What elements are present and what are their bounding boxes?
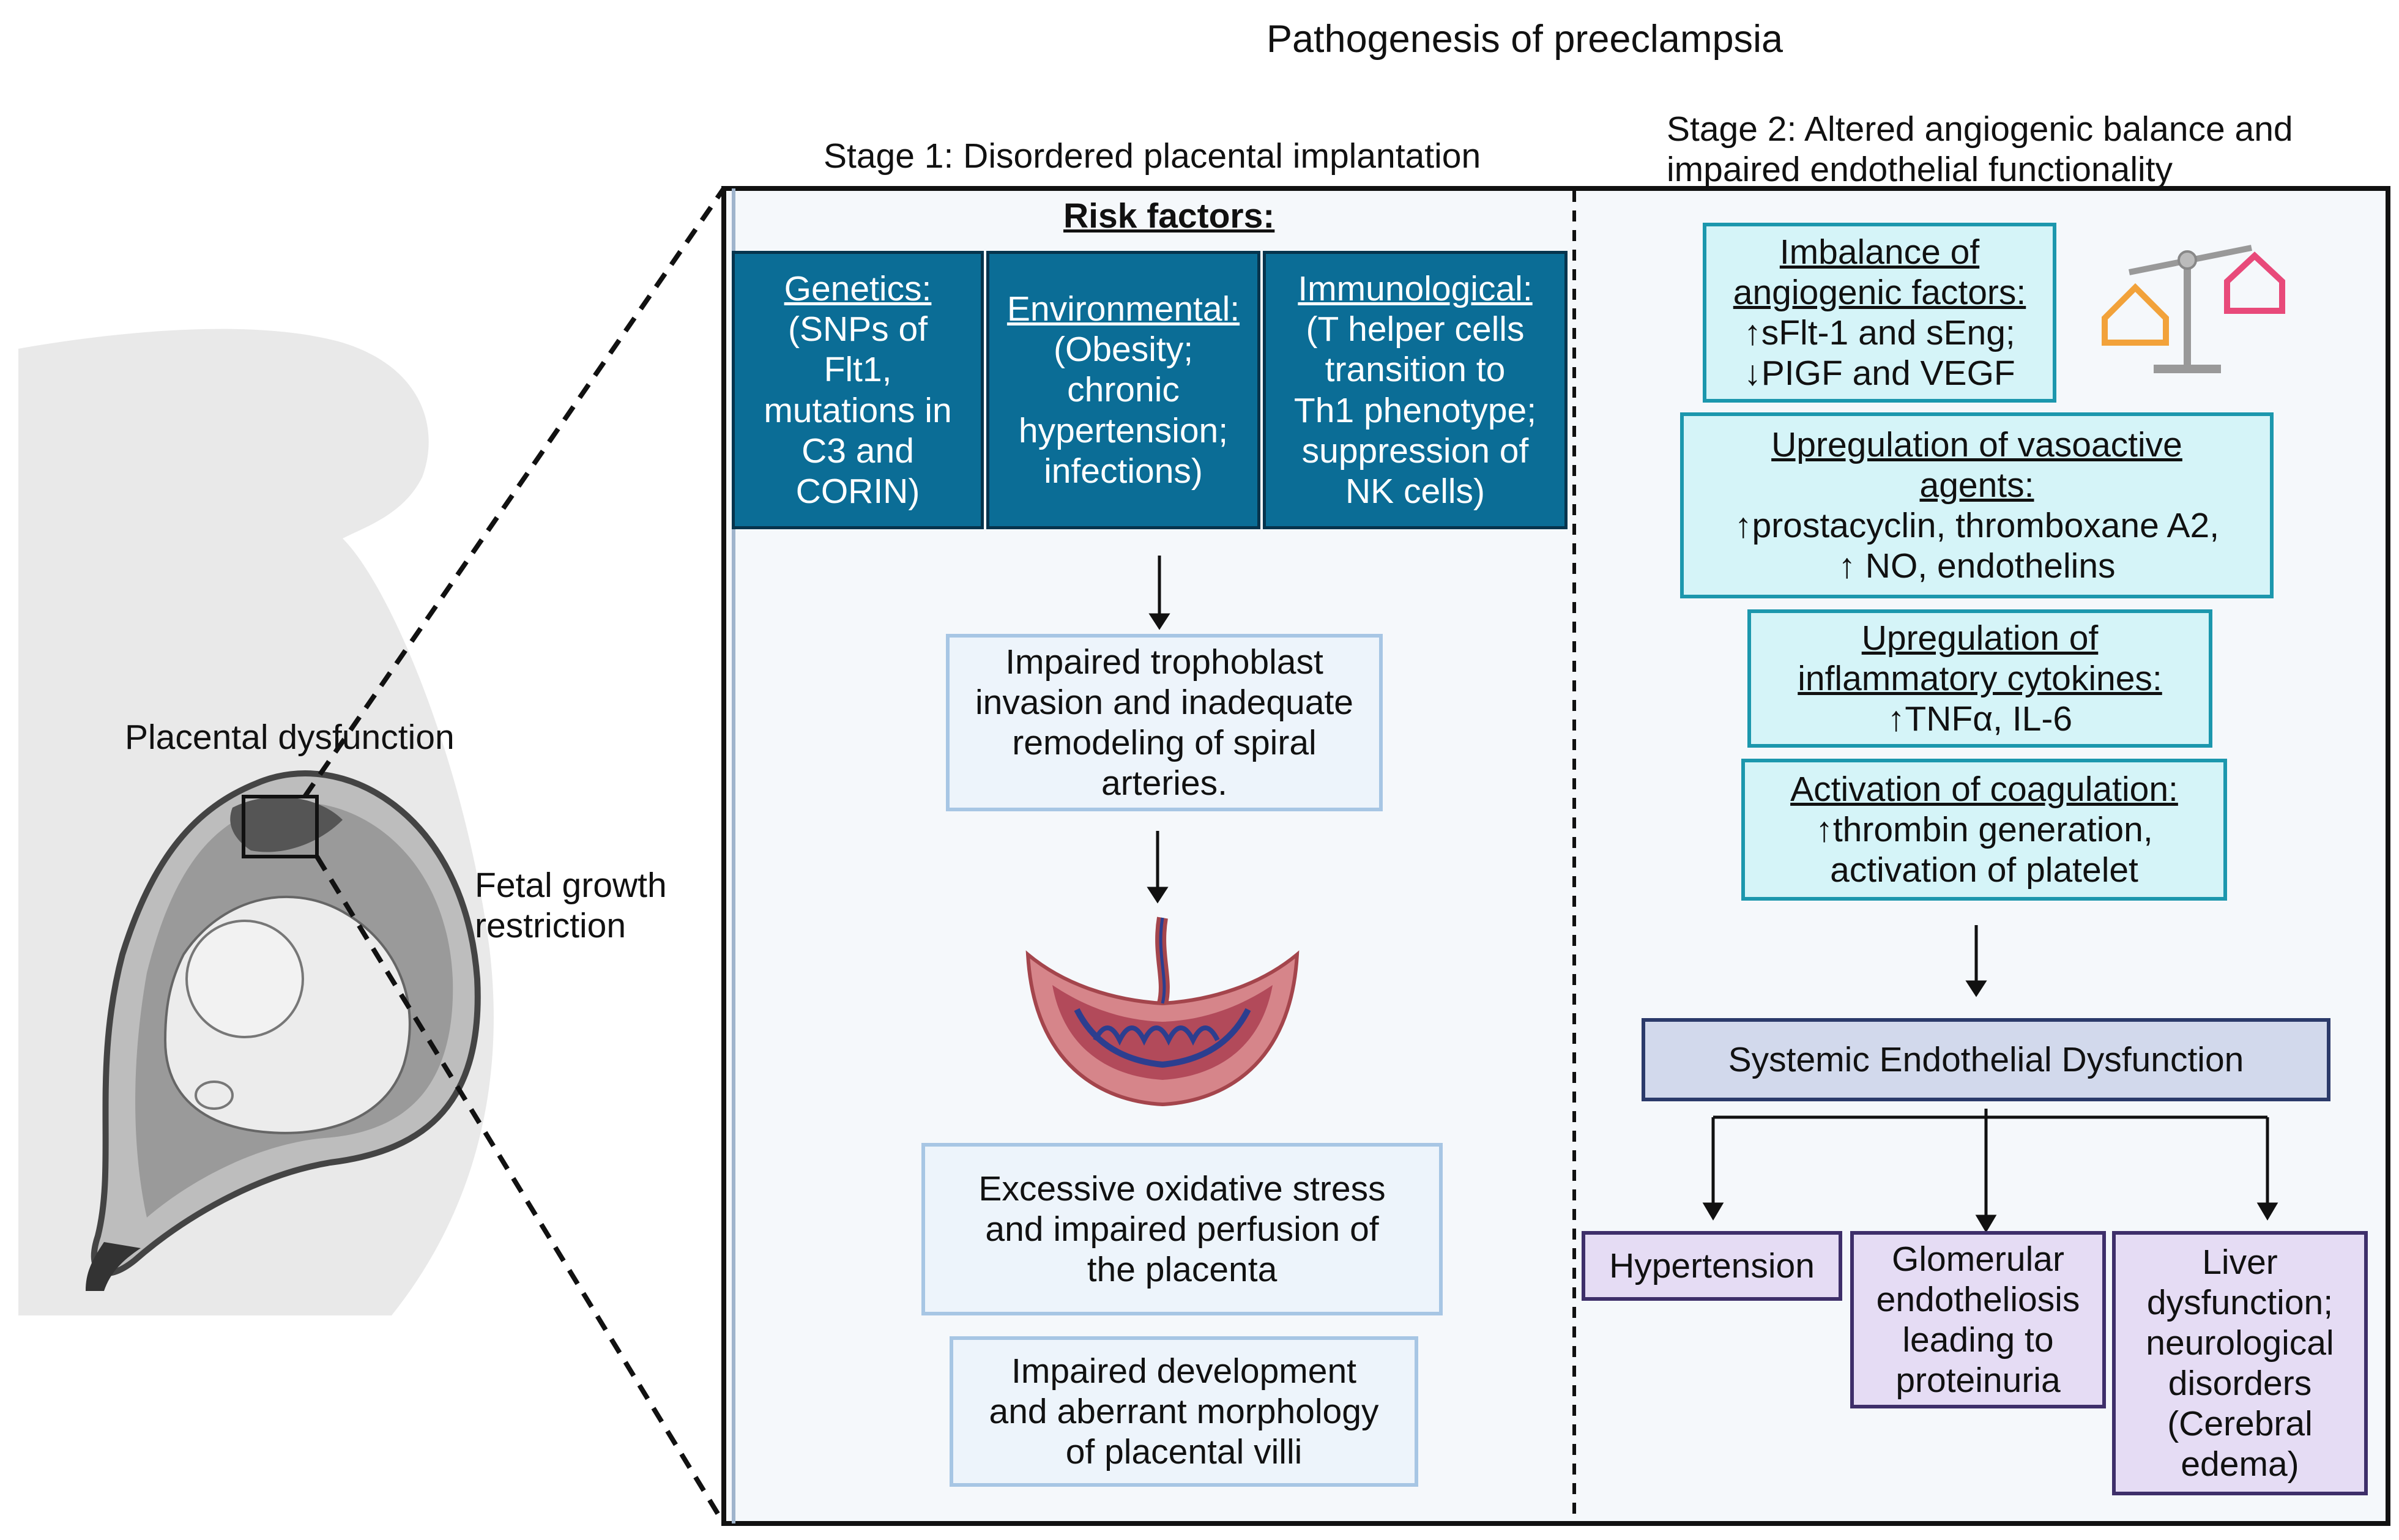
coagulation-box: Activation of coagulation: ↑thrombin gen… (1741, 759, 2227, 901)
trophoblast-line: Impaired trophoblast (1005, 642, 1323, 682)
vasoactive-head: Upregulation of vasoactive (1771, 425, 2182, 464)
risk-factor-line: chronic (1067, 370, 1180, 410)
glomerular-box: Glomerular endotheliosis leading to prot… (1850, 1231, 2106, 1408)
oxidative-line: the placenta (1087, 1250, 1278, 1290)
vasoactive-line: ↑prostacyclin, thromboxane A2, (1734, 506, 2220, 545)
arrows-systemic-to-outcomes (1702, 1109, 2278, 1233)
risk-factor-genetics: Genetics: (SNPs of Flt1, mutations in C3… (732, 251, 984, 529)
systemic-label: Systemic Endothelial Dysfunction (1728, 1040, 2244, 1079)
fetus-head (185, 920, 304, 1038)
risk-factor-line: mutations in (764, 390, 952, 430)
risk-factor-line: Th1 phenotype; (1293, 390, 1537, 430)
fetal-growth-line: restriction (475, 906, 627, 946)
liver-line: disorders (2168, 1364, 2312, 1403)
villi-line: and aberrant morphology (989, 1391, 1379, 1431)
stage1-heading: Stage 1: Disordered placental implantati… (824, 136, 1481, 176)
oxidative-line: Excessive oxidative stress (978, 1169, 1386, 1208)
cytokines-box: Upregulation of inflammatory cytokines: … (1747, 609, 2212, 748)
hypertension-line: Hypertension (1609, 1246, 1815, 1285)
risk-factor-line: infections) (1044, 451, 1203, 491)
coagulation-line: activation of platelet (1830, 850, 2138, 890)
vasoactive-head: agents: (1919, 465, 2034, 505)
risk-factor-head: Genetics: (784, 269, 932, 309)
hypertension-box: Hypertension (1582, 1231, 1842, 1301)
imbalance-box: Imbalance of angiogenic factors: ↑sFlt-1… (1703, 223, 2056, 403)
liver-line: (Cerebral (2167, 1404, 2313, 1444)
liver-line: neurological (2146, 1323, 2334, 1363)
liver-line: edema) (2181, 1445, 2299, 1484)
risk-factor-line: (SNPs of (787, 310, 928, 349)
oxidative-stress-box: Excessive oxidative stress and impaired … (921, 1143, 1443, 1315)
trophoblast-box: Impaired trophoblast invasion and inadeq… (946, 634, 1383, 811)
liver-line: dysfunction; (2146, 1282, 2334, 1322)
vasoactive-box: Upregulation of vasoactive agents: ↑pros… (1680, 412, 2274, 598)
imbalance-line: ↑sFlt-1 and sEng; (1744, 313, 2015, 352)
fetal-growth-line: Fetal growth (475, 866, 667, 905)
trophoblast-line: remodeling of spiral (1012, 723, 1317, 762)
risk-factor-environmental: Environmental: (Obesity; chronic hyperte… (986, 251, 1260, 529)
oxidative-line: and impaired perfusion of (985, 1209, 1379, 1249)
risk-factor-head: Immunological: (1298, 269, 1533, 309)
villi-line: Impaired development (1011, 1351, 1356, 1391)
glomerular-line: leading to (1902, 1320, 2054, 1360)
liver-box: Liver dysfunction; neurological disorder… (2112, 1231, 2368, 1495)
cytokines-head: Upregulation of (1861, 618, 2099, 658)
risk-factor-line: (Obesity; (1053, 330, 1194, 370)
trophoblast-line: invasion and inadequate (975, 682, 1353, 722)
stage2-heading-line: impaired endothelial functionality (1667, 150, 2173, 190)
risk-factor-line: (T helper cells (1306, 310, 1525, 349)
placenta (230, 797, 343, 852)
page-title: Pathogenesis of preeclampsia (1266, 18, 1783, 61)
risk-factor-immunological: Immunological: (T helper cells transitio… (1263, 251, 1568, 529)
cytokines-head: inflammatory cytokines: (1798, 658, 2162, 698)
villi-line: of placental villi (1065, 1432, 1303, 1472)
coagulation-head: Activation of coagulation: (1790, 769, 2178, 809)
fetus-ear (195, 1081, 234, 1110)
risk-factor-line: transition to (1325, 350, 1506, 390)
risk-factor-line: suppression of (1301, 431, 1529, 471)
zoom-line-top (302, 187, 726, 798)
risk-factors-title: Risk factors: (1063, 196, 1275, 236)
risk-factor-line: NK cells) (1345, 471, 1486, 511)
balance-scale-icon (2102, 245, 2285, 373)
glomerular-line: Glomerular (1892, 1239, 2064, 1279)
liver-line: Liver (2202, 1242, 2278, 1282)
arrow-risk-to-trophoblast (1148, 556, 1170, 630)
stage2-heading-line: Stage 2: Altered angiogenic balance and (1667, 110, 2293, 149)
arrow-coagulation-to-systemic (1965, 925, 1987, 997)
trophoblast-line: arteries. (1101, 764, 1227, 803)
imbalance-head: angiogenic factors: (1733, 272, 2026, 312)
risk-factor-line: hypertension; (1018, 411, 1229, 450)
birth-canal (86, 1242, 141, 1291)
placenta-cross-section-icon (1025, 917, 1300, 1107)
coagulation-line: ↑thrombin generation, (1815, 809, 2153, 849)
systemic-endothelial-box: Systemic Endothelial Dysfunction (1642, 1018, 2330, 1101)
risk-factor-head: Environmental: (1006, 289, 1240, 329)
glomerular-line: proteinuria (1895, 1361, 2061, 1401)
risk-factor-line: Flt1, (824, 350, 892, 390)
risk-factor-line: CORIN) (795, 471, 920, 511)
risk-factor-line: C3 and (802, 431, 914, 471)
stage2-heading: Stage 2: Altered angiogenic balance and … (1667, 109, 2293, 190)
cytokines-line: ↑TNFα, IL-6 (1887, 699, 2073, 739)
vasoactive-line: ↑ NO, endothelins (1838, 546, 2116, 586)
villi-box: Impaired development and aberrant morpho… (950, 1336, 1418, 1487)
glomerular-line: endotheliosis (1876, 1279, 2080, 1319)
imbalance-line: ↓PIGF and VEGF (1744, 354, 2015, 393)
zoom-rectangle (242, 795, 319, 858)
placental-dysfunction-label: Placental dysfunction (125, 718, 455, 757)
imbalance-head: Imbalance of (1779, 232, 1980, 272)
arrow-trophoblast-to-placenta (1147, 831, 1169, 904)
frame-inner-left-rule (732, 188, 735, 1523)
zoom-line-bottom (314, 855, 726, 1525)
fetal-growth-label: Fetal growth restriction (475, 865, 667, 946)
